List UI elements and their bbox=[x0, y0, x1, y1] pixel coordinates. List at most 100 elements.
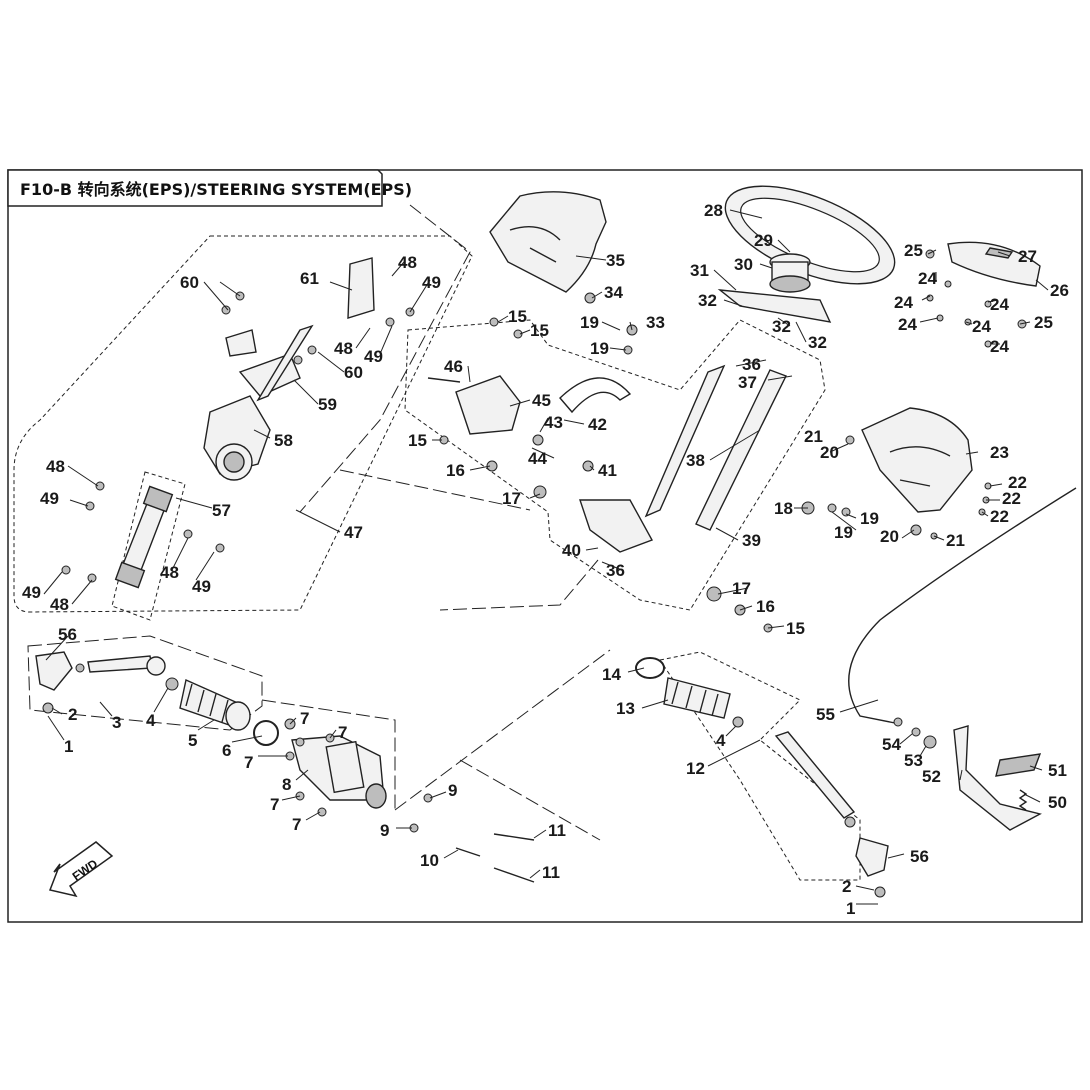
callout-48: 48 bbox=[334, 339, 353, 358]
callout-60: 60 bbox=[180, 273, 199, 292]
callout-9: 9 bbox=[380, 821, 389, 840]
upper-cover-detail bbox=[509, 226, 561, 263]
callout-47: 47 bbox=[344, 523, 363, 542]
steering-rack-housing bbox=[291, 735, 387, 809]
callout-32: 32 bbox=[772, 317, 791, 336]
callout-15: 15 bbox=[408, 431, 427, 450]
callout-42: 42 bbox=[588, 415, 607, 434]
callout-49: 49 bbox=[422, 273, 441, 292]
callout-4: 4 bbox=[716, 731, 726, 750]
callout-24: 24 bbox=[918, 269, 937, 288]
callout-27: 27 bbox=[1018, 247, 1037, 266]
shroud-detail bbox=[889, 446, 951, 487]
callout-28: 28 bbox=[704, 201, 723, 220]
callout-49: 49 bbox=[192, 577, 211, 596]
callout-52: 52 bbox=[922, 767, 941, 786]
callout-7: 7 bbox=[338, 723, 347, 742]
diagram-title-box: F10-B 转向系统(EPS)/STEERING SYSTEM(EPS) bbox=[7, 169, 412, 207]
callout-7: 7 bbox=[292, 815, 301, 834]
callout-15: 15 bbox=[508, 307, 527, 326]
callout-33: 33 bbox=[646, 313, 665, 332]
callout-26: 26 bbox=[1050, 281, 1069, 300]
group-outline-bracket bbox=[404, 319, 826, 611]
callout-23: 23 bbox=[990, 443, 1009, 462]
right-rack-boot bbox=[663, 677, 731, 719]
callout-1: 1 bbox=[64, 737, 73, 756]
callout-60: 60 bbox=[344, 363, 363, 382]
callout-2: 2 bbox=[68, 705, 77, 724]
callout-18: 18 bbox=[774, 499, 793, 518]
callout-36: 36 bbox=[606, 561, 625, 580]
callout-29: 29 bbox=[754, 231, 773, 250]
callout-24: 24 bbox=[894, 293, 913, 312]
callout-10: 10 bbox=[420, 851, 439, 870]
callout-58: 58 bbox=[274, 431, 293, 450]
hardware-fasteners bbox=[42, 249, 1027, 898]
callout-25: 25 bbox=[1034, 313, 1053, 332]
callout-24: 24 bbox=[990, 337, 1009, 356]
right-boot-clamp bbox=[635, 657, 665, 679]
group-outline-bracket-link bbox=[339, 469, 599, 611]
callout-49: 49 bbox=[40, 489, 59, 508]
callout-14: 14 bbox=[602, 665, 621, 684]
callout-16: 16 bbox=[446, 461, 465, 480]
diagram-title: F10-B 转向系统(EPS)/STEERING SYSTEM(EPS) bbox=[20, 180, 412, 199]
callout-55: 55 bbox=[816, 705, 835, 724]
accelerator-cable bbox=[848, 487, 1077, 725]
callout-35: 35 bbox=[606, 251, 625, 270]
left-tie-rod-end bbox=[35, 651, 73, 691]
callout-39: 39 bbox=[742, 531, 761, 550]
steering-column-tube bbox=[644, 364, 726, 518]
callout-61: 61 bbox=[300, 269, 319, 288]
callout-32: 32 bbox=[698, 291, 717, 310]
callout-12: 12 bbox=[686, 759, 705, 778]
callout-3: 3 bbox=[112, 713, 121, 732]
right-tie-rod-end bbox=[855, 837, 889, 877]
callout-21: 21 bbox=[946, 531, 965, 550]
left-rack-boot bbox=[179, 679, 251, 731]
callout-48: 48 bbox=[46, 457, 65, 476]
steering-column-shaft bbox=[695, 369, 787, 531]
callout-40: 40 bbox=[562, 541, 581, 560]
callout-6: 6 bbox=[222, 741, 231, 760]
leader-lines bbox=[43, 209, 1049, 905]
wheel-mount-plate bbox=[717, 289, 832, 323]
callout-11: 11 bbox=[548, 821, 566, 840]
callout-19: 19 bbox=[580, 313, 599, 332]
callout-19: 19 bbox=[860, 509, 879, 528]
callout-20: 20 bbox=[820, 443, 839, 462]
callout-labels: 1 2 3 4 5 6 7 7 7 7 7 8 9 9 10 11 11 12 … bbox=[22, 201, 1069, 918]
callout-2: 2 bbox=[842, 877, 851, 896]
group-outline-left-tierod bbox=[27, 635, 396, 810]
callout-17: 17 bbox=[502, 489, 521, 508]
callout-45: 45 bbox=[532, 391, 551, 410]
callout-32: 32 bbox=[808, 333, 827, 352]
eps-motor-assembly bbox=[203, 395, 271, 481]
callout-57: 57 bbox=[212, 501, 231, 520]
callout-50: 50 bbox=[1048, 793, 1067, 812]
lower-u-joint bbox=[114, 561, 146, 589]
left-tie-rod-ball bbox=[146, 656, 166, 676]
callout-54: 54 bbox=[882, 735, 901, 754]
callout-38: 38 bbox=[686, 451, 705, 470]
callout-56: 56 bbox=[910, 847, 929, 866]
callout-44: 44 bbox=[528, 449, 547, 468]
upper-intermediate-shaft bbox=[256, 324, 314, 402]
steering-wheel-hub bbox=[769, 253, 811, 293]
callout-15: 15 bbox=[786, 619, 805, 638]
callout-41: 41 bbox=[598, 461, 617, 480]
callout-22: 22 bbox=[1002, 489, 1021, 508]
callout-20: 20 bbox=[880, 527, 899, 546]
diagram-border bbox=[7, 169, 1083, 923]
pedal-return-spring bbox=[1018, 789, 1028, 811]
callout-56: 56 bbox=[58, 625, 77, 644]
callout-7: 7 bbox=[270, 795, 279, 814]
callout-17: 17 bbox=[732, 579, 751, 598]
callout-25: 25 bbox=[904, 241, 923, 260]
upper-u-joint bbox=[142, 485, 174, 513]
callout-1: 1 bbox=[846, 899, 855, 918]
accelerator-pedal-arm bbox=[953, 725, 1042, 831]
callout-4: 4 bbox=[146, 711, 156, 730]
eps-module bbox=[455, 375, 521, 435]
